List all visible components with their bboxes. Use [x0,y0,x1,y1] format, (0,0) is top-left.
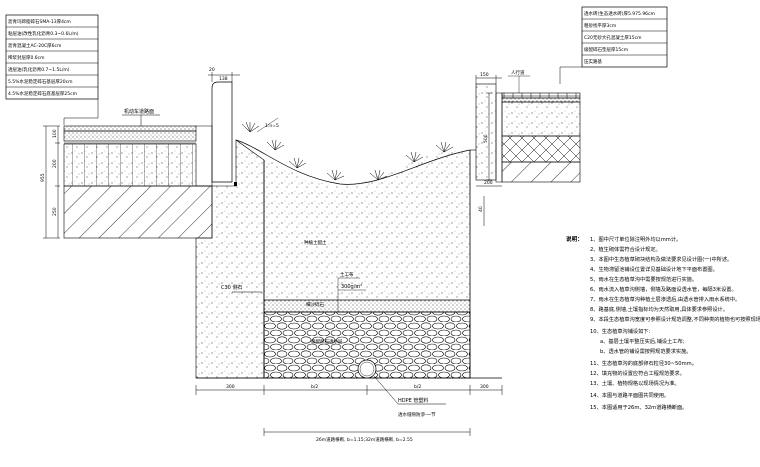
dim-150: 150 [480,72,489,78]
note-10a: a、基层土壤平整压实后,铺设土工布; [600,337,685,345]
right-layer-1: 透水砖(生态透水砖)厚5.975.96cm [584,10,655,17]
right-layer-4: 级配碎石垫层厚15cm [584,46,628,53]
sidewalk-label: 人行道 [511,69,525,76]
note-1: 1、图中尺寸单位除注明外均以mm计。 [590,235,681,243]
note-2: 2、植生砌体需符合设计规定。 [590,245,661,253]
geotextile-label: 土工布 [340,271,354,278]
left-layer-7: 4.5%水泥稳定碎石底基层厚25cm [8,90,77,97]
design-notes: 说明： 1、图中尺寸单位除注明外均以mm计。 2、植生砌体需符合设计规定。 3、… [566,235,760,411]
right-dimension-chain: 150 500 200 40 [475,72,502,226]
note-13: 13、土壤、植物规格以现场情况为准。 [590,379,680,387]
fine-sand-label: 细沙砾石 [306,301,324,308]
curb-c30: C30 侧石 [195,81,265,379]
note-7: 7、雨水在生态植草沟种植土层渗透后,由透水管排入雨水系统中。 [590,295,740,303]
dim-300-left: 300 [226,384,235,390]
note-10: 10、生态植草沟铺设如下: [590,327,650,335]
curb-top-dimensions: 20 138 [208,67,240,82]
road-edge-label: 机动车道路面 [124,108,154,115]
dim-b2-right: b/2 [414,384,421,390]
pipe-label: HDPE 管塑料 [398,397,428,404]
curb-label: C30 侧石 [221,284,242,291]
swale-section: 1:n=5 种植土配土 土工布 300g/m² 细沙砾石 级配卵石透水层 [196,117,502,379]
note-5: 5、雨水在生态植草沟中需要按规范进行实施。 [590,275,697,283]
geotextile-spec-label: 300g/m² [341,284,362,290]
note-4: 4、生物滞留池铺设位置详见基础设计地下平面布置图。 [590,265,718,273]
left-layer-legend: 沥青玛蹄脂碎石SMA-13厚4cm 粘层油(改性乳化沥青0.3~0.6L/m) … [5,14,99,125]
dim-40: 40 [478,206,484,212]
dim-200: 200 [52,159,58,168]
notes-title: 说明： [566,235,583,243]
right-layer-5: 压实路基 [584,58,602,65]
note-12: 12、填充物的设置应符合工程规范要求。 [590,369,685,377]
note-3: 3、本图中生态植草砌块结构及做法要求见设计图(一)中所述。 [590,255,732,263]
dim-200-right: 200 [484,180,493,186]
note-11: 11、生态植草沟的底部卵石粒径30~50mm。 [590,359,697,367]
left-layer-5: 透层油(乳化沥青0.7~1.5L/m) [8,66,70,73]
right-layer-2: 粗砂找平厚3cm [584,22,616,29]
right-layer-3: C20无砂大孔混凝土厚15cm [584,34,641,41]
note-9: 9、本段生态植草沟宽度可参照设计规范调整,不同种类的植物也可按照现场情况实施。 [590,315,760,323]
left-dimension-chain: 955 100 200 250 [40,125,60,239]
planting-soil-label: 种植土配土 [304,239,327,246]
dim-b2-left: b/2 [311,384,318,390]
right-layer-legend: 透水砖(生态透水砖)厚5.975.96cm 粗砂找平厚3cm C20无砂大孔混凝… [559,6,668,84]
gravel-label: 级配卵石透水层 [311,338,343,345]
dim-250: 250 [52,207,58,216]
dim-100: 100 [52,129,58,138]
dim-138: 138 [219,76,228,82]
dim-500: 500 [483,134,489,143]
slope-label: 1:n=5 [265,123,279,129]
dim-20: 20 [209,67,215,73]
dim-300-right: 300 [480,384,489,390]
dim-955: 955 [40,173,46,182]
note-15: 15、本图适用于26m、32m道路横断面。 [590,403,687,411]
note-6: 6、雨水流入植草沟侧墙，侧墙及路面设透水管，每隔3米设置。 [590,285,737,293]
left-layer-6: 5.5%水泥稳定碎石基层厚20cm [8,78,73,85]
note-14: 14、本图与道路平面图共同使用。 [590,391,669,399]
left-layer-4: 稀浆封层厚0.6cm [8,54,45,61]
bottom-dimensions: 300 b/2 b/2 300 26m道路横断, b=1.15;32m道路横断,… [195,375,503,443]
left-road-pavement: 机动车道路面 [63,108,213,239]
left-layer-1: 沥青玛蹄脂碎石SMA-13厚4cm [8,18,71,25]
note-8: 8、路基底,侧墙,土壤指标均为天然取用,具体要求参照设计。 [590,305,728,313]
note-10b: b、透水管的铺设需按照规范要求实施。 [600,347,691,355]
left-layer-2: 粘层油(改性乳化沥青0.3~0.6L/m) [8,30,79,37]
left-layer-3: 沥青混凝土AC-20C厚6cm [8,42,61,49]
right-sidewalk: 人行道 [470,69,581,183]
pipe-note-label: 透水缝隙防渗-一节 [398,411,436,418]
bottom-width-label: 26m道路横断, b=1.15;32m道路横断, b=2.55 [316,436,413,443]
